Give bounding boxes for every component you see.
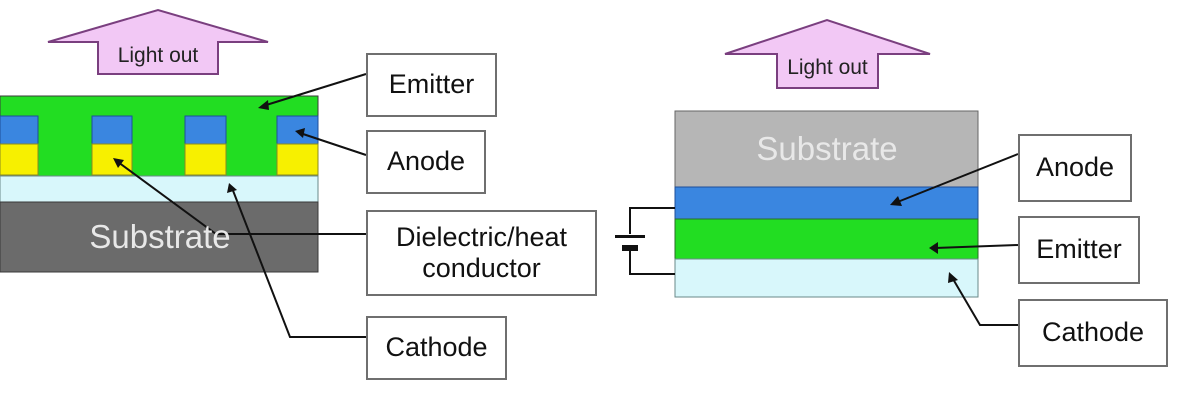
left-leader-lines: [117, 73, 367, 338]
left-cathode-label: Cathode: [385, 332, 488, 363]
leader-cathode: [231, 187, 366, 338]
right-emitter-label-box: Emitter: [1018, 216, 1140, 284]
leader-anode: [299, 132, 367, 156]
leader-anode: [894, 153, 1019, 204]
right-leader-lines: [894, 153, 1019, 326]
arrowhead: [258, 100, 269, 110]
left-cathode-pad: [184, 143, 227, 176]
left-dielectric-label-box: Dielectric/heat conductor: [366, 210, 597, 296]
leader-emitter: [262, 73, 367, 107]
right-substrate-label: Substrate: [756, 130, 898, 167]
left-emitter-layer: [0, 95, 319, 177]
right-substrate-layer: [674, 110, 979, 188]
left-cathode-pad: [91, 143, 133, 176]
left-pixel-column-1: [0, 115, 39, 176]
left-pixel-column-3: [184, 115, 227, 176]
left-light-out-arrow: [47, 8, 269, 75]
battery-plate-long: [615, 235, 645, 238]
left-cathode-label-box: Cathode: [366, 316, 507, 380]
left-pixel-column-4: [276, 115, 319, 176]
left-dielectric-label-line1: Dielectric/heat: [395, 221, 568, 252]
left-leader-arrowheads: [113, 100, 305, 193]
right-emitter-label: Emitter: [1036, 234, 1122, 265]
left-anode-label-box: Anode: [366, 130, 486, 194]
right-cathode-label: Cathode: [1041, 317, 1145, 348]
arrowhead: [113, 158, 124, 168]
right-anode-layer: [674, 186, 979, 220]
battery-icon: [615, 235, 645, 251]
left-emitter-label-box: Emitter: [366, 53, 497, 117]
arrowhead: [890, 196, 902, 206]
left-emitter-label: Emitter: [388, 69, 475, 100]
arrowhead: [227, 183, 237, 193]
left-anode-pad: [184, 115, 227, 145]
leader-emitter: [934, 244, 1019, 249]
left-light-out-label: Light out: [117, 44, 199, 67]
left-substrate-layer: [0, 201, 319, 273]
leader-dielectric: [117, 161, 366, 235]
arrowhead: [929, 242, 938, 254]
right-light-out-arrow: [724, 18, 931, 89]
leader-cathode: [952, 278, 1018, 326]
right-light-out-label: Light out: [787, 56, 868, 79]
left-anode-pad: [0, 115, 39, 145]
left-substrate-label: Substrate: [89, 218, 231, 255]
battery-circuit: [629, 207, 675, 275]
right-anode-label: Anode: [1035, 152, 1115, 183]
left-dielectric-layer: [0, 175, 319, 203]
left-anode-label: Anode: [386, 146, 466, 177]
left-anode-pad: [91, 115, 133, 145]
left-pixel-column-2: [91, 115, 133, 176]
left-cathode-pad: [276, 143, 319, 176]
arrowhead: [948, 272, 958, 283]
arrowhead: [295, 128, 305, 138]
right-cathode-layer: [674, 258, 979, 298]
left-anode-pad: [276, 115, 319, 145]
circuit-wire-top: [629, 207, 675, 234]
right-anode-label-box: Anode: [1018, 134, 1132, 202]
left-dielectric-label-line2: conductor: [422, 253, 541, 283]
right-emitter-layer: [674, 218, 979, 260]
right-leader-arrowheads: [890, 196, 958, 283]
circuit-wire-bottom: [629, 250, 675, 275]
right-cathode-label-box: Cathode: [1018, 299, 1168, 367]
battery-plate-short: [622, 245, 638, 251]
left-cathode-pad: [0, 143, 39, 176]
